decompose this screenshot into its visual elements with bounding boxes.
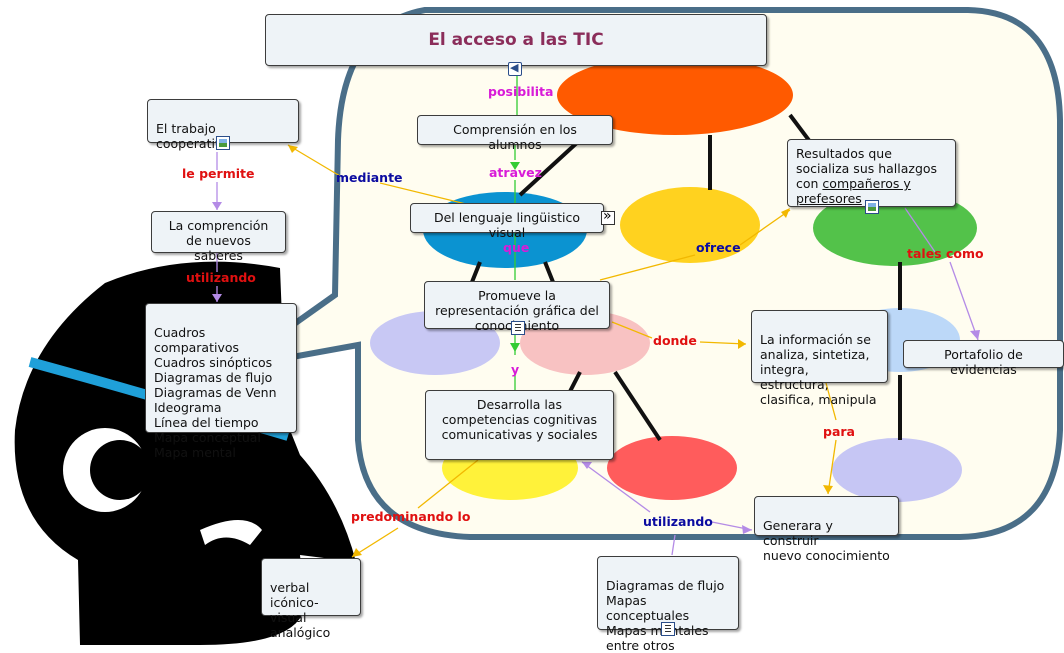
image-icon-resultados[interactable] — [865, 200, 879, 214]
link-utilizando-bottom: utilizando — [643, 514, 713, 529]
document-icon[interactable] — [511, 321, 525, 335]
image-icon-trabajo[interactable] — [216, 136, 230, 150]
expand-icon[interactable] — [601, 208, 615, 225]
sound-icon[interactable] — [508, 61, 522, 76]
link-y: y — [511, 362, 520, 377]
node-generara[interactable]: Generara y construir nuevo conocimiento — [754, 496, 899, 563]
link-utilizando-left: utilizando — [186, 270, 256, 285]
map-title[interactable]: El acceso a las TIC — [265, 14, 767, 66]
node-cuadros[interactable]: Cuadros comparativos Cuadros sinópticos … — [145, 303, 297, 460]
link-tales-como: tales como — [907, 246, 984, 261]
link-mediante: mediante — [336, 170, 403, 185]
node-verbal[interactable]: verbal icónico-visual analógico — [261, 558, 361, 640]
node-resultados-text: Resultados que socializa sus hallazgos c… — [796, 146, 938, 191]
node-comprencion-text: La comprención de nuevos saberes — [168, 218, 269, 263]
node-portafolio-text: Portafolio de evidencias — [944, 347, 1023, 377]
node-comprension[interactable]: Comprensión en los alumnos — [417, 115, 613, 152]
node-comprension-text: Comprensión en los alumnos — [453, 122, 577, 152]
node-trabajo-text: El trabajo cooperativo — [156, 121, 231, 151]
link-para: para — [823, 424, 855, 439]
blob-green — [813, 190, 977, 266]
link-atravez: atravez — [489, 165, 542, 180]
node-resultados[interactable]: Resultados que socializa sus hallazgos c… — [787, 139, 956, 207]
node-generara-text: Generara y construir nuevo conocimiento — [763, 518, 890, 563]
node-cuadros-text: Cuadros comparativos Cuadros sinópticos … — [154, 325, 277, 460]
node-desarrolla[interactable]: Desarrolla las competencias cognitivas c… — [425, 390, 614, 460]
link-predominando: predominando lo — [351, 509, 471, 524]
blob-orange — [557, 55, 793, 135]
node-promueve-text: Promueve la representación gráfica del c… — [435, 288, 599, 333]
node-resultados-link[interactable]: compañeros y prefesores — [796, 176, 911, 206]
node-diagramas-text: Diagramas de flujo Mapas conceptuales Ma… — [606, 578, 725, 653]
node-informacion-text: La información se analiza, sintetiza, in… — [760, 332, 877, 407]
blob-yellow-top — [620, 187, 760, 263]
node-informacion[interactable]: La información se analiza, sintetiza, in… — [751, 310, 888, 407]
link-que: que — [503, 240, 530, 255]
mouth — [200, 520, 262, 545]
link-donde: donde — [653, 333, 697, 348]
link-ofrece: ofrece — [696, 240, 741, 255]
link-le-permite: le permite — [182, 166, 255, 181]
link-posibilita: posibilita — [488, 84, 554, 99]
node-trabajo[interactable]: El trabajo cooperativo — [147, 99, 299, 151]
document-icon-diagramas[interactable] — [661, 622, 675, 636]
node-lenguaje-text: Del lenguaje lingüistico visual — [433, 210, 581, 240]
title-text: El acceso a las TIC — [428, 29, 604, 50]
node-comprencion[interactable]: La comprención de nuevos saberes — [151, 211, 286, 263]
ear-inner — [90, 440, 150, 500]
node-portafolio[interactable]: Portafolio de evidencias — [903, 340, 1064, 377]
blob-red — [607, 436, 737, 500]
node-desarrolla-text: Desarrolla las competencias cognitivas c… — [441, 397, 598, 442]
node-diagramas[interactable]: Diagramas de flujo Mapas conceptuales Ma… — [597, 556, 739, 653]
node-lenguaje[interactable]: Del lenguaje lingüistico visual — [410, 203, 604, 240]
blob-lavender-right — [832, 438, 962, 502]
node-verbal-text: verbal icónico-visual analógico — [270, 580, 331, 640]
